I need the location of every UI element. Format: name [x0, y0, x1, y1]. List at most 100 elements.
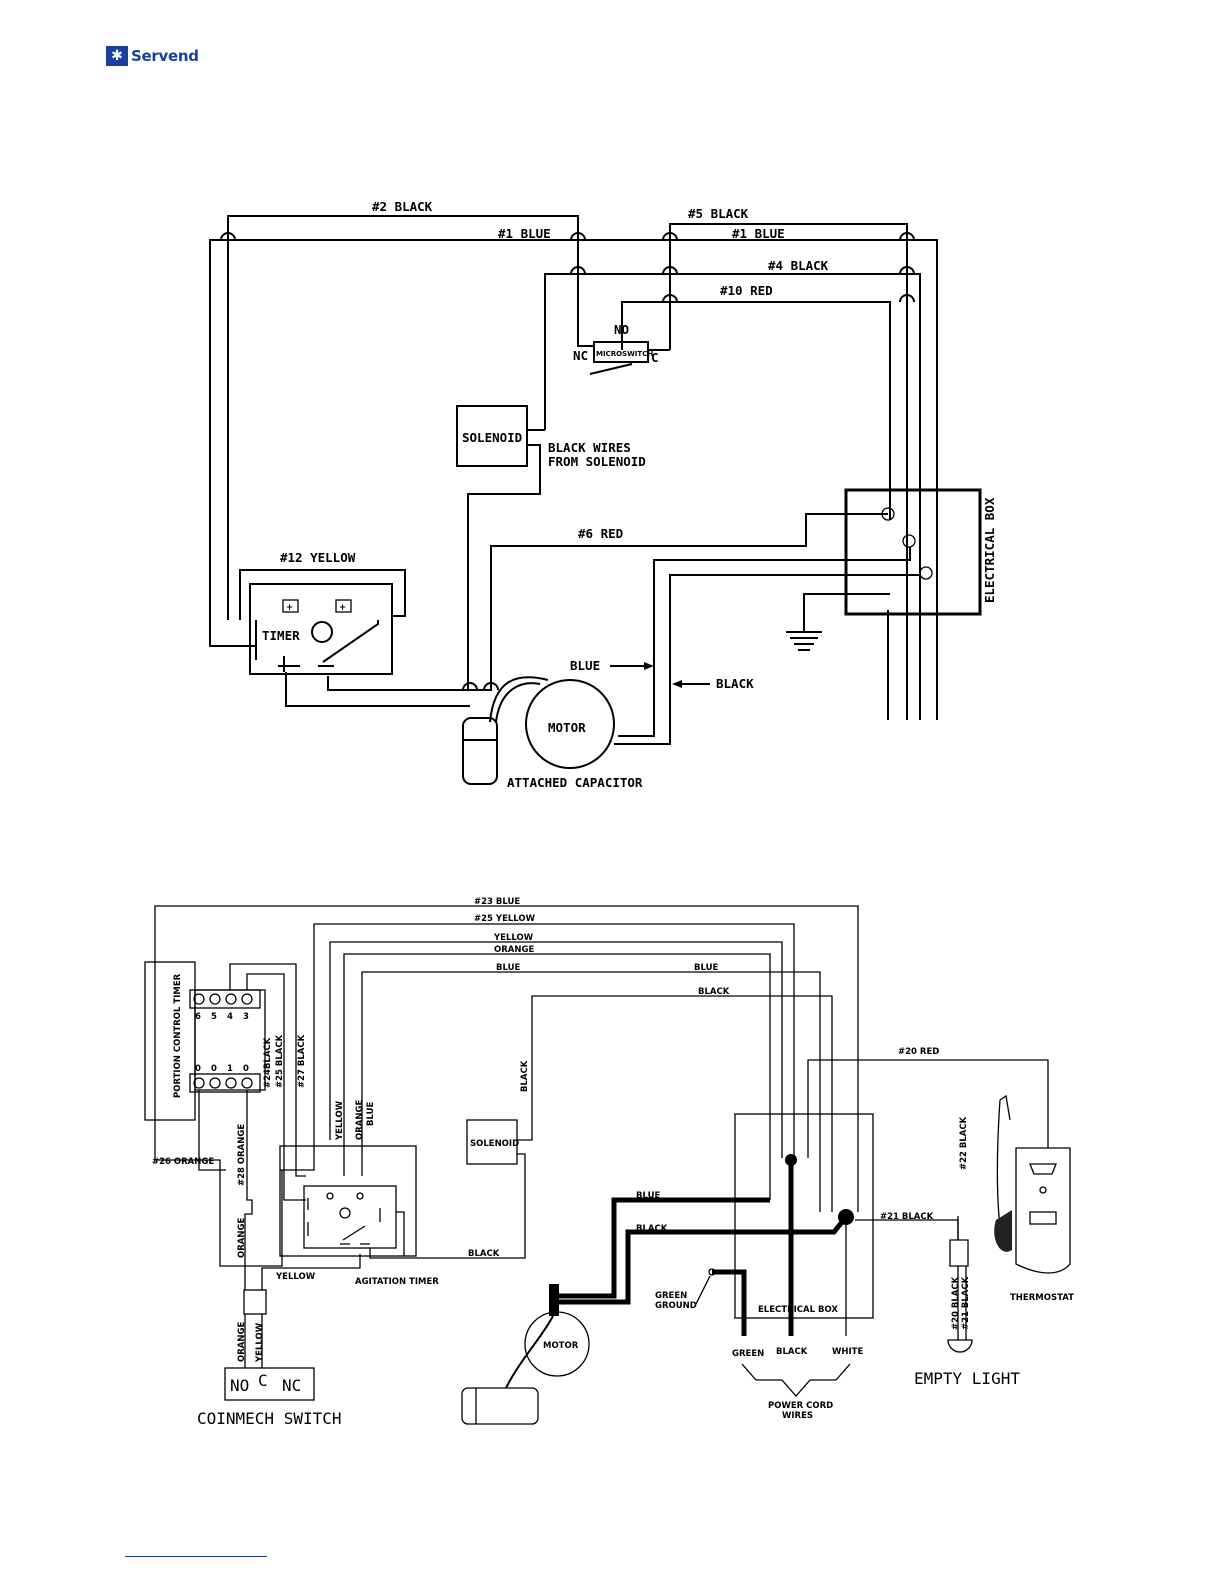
capacitor-label: ATTACHED CAPACITOR — [507, 775, 643, 790]
wire-5-black — [669, 223, 908, 720]
svg-text:0: 0 — [243, 1064, 249, 1074]
motor-blue-wire — [618, 547, 911, 737]
motor-1 — [525, 679, 615, 769]
svg-text:5: 5 — [211, 1012, 217, 1022]
microswitch-c: C — [651, 350, 659, 365]
capacitor — [462, 717, 498, 785]
svg-text:YELLOW: YELLOW — [493, 933, 534, 943]
timer-1 — [249, 583, 393, 675]
coinmech-nc: NC — [282, 1376, 301, 1395]
svg-text:#22 BLACK: #22 BLACK — [959, 1116, 969, 1170]
solenoid-2-label: SOLENOID — [470, 1139, 519, 1149]
svg-text:#25 BLACK: #25 BLACK — [275, 1034, 285, 1088]
svg-text:BLACK: BLACK — [468, 1249, 500, 1259]
crossovers — [220, 232, 915, 691]
thermostat-label: THERMOSTAT — [1010, 1293, 1074, 1303]
svg-text:YELLOW: YELLOW — [335, 1100, 345, 1141]
terminals-bottom — [193, 1077, 253, 1089]
diagram-2: PORTION CONTROL TIMER 6 5 4 3 0 0 1 0 — [144, 897, 1074, 1428]
timer-dial — [311, 621, 333, 643]
empty-light-label: EMPTY LIGHT — [914, 1369, 1020, 1388]
microswitch-label: MICROSWITCH — [596, 350, 653, 358]
solenoid-note-1: BLACK WIRES — [548, 440, 631, 455]
capacitor-2 — [461, 1387, 539, 1425]
wire-21-black — [855, 1219, 959, 1240]
microswitch-no: NO — [614, 322, 629, 337]
svg-text:#28 ORANGE: #28 ORANGE — [237, 1124, 247, 1186]
empty-light-bulb — [947, 1339, 973, 1353]
switch-lever — [589, 363, 633, 375]
svg-text:GREEN: GREEN — [732, 1349, 764, 1359]
svg-text:#26 ORANGE: #26 ORANGE — [152, 1157, 214, 1167]
connector — [243, 1289, 267, 1315]
svg-text:#23 BLUE: #23 BLUE — [474, 897, 520, 907]
svg-text:ORANGE: ORANGE — [494, 945, 534, 955]
svg-text:1: 1 — [227, 1064, 233, 1074]
solenoid-black-wire — [467, 444, 541, 690]
svg-text:BLACK: BLACK — [776, 1347, 808, 1357]
wire-orange — [343, 953, 771, 1200]
electrical-box-2 — [734, 1113, 874, 1319]
snowflake-icon: ✱ — [106, 46, 128, 66]
microswitch — [593, 341, 649, 363]
wire-20-red — [807, 1059, 1049, 1158]
svg-text:BLACK: BLACK — [520, 1060, 530, 1092]
wire-yellow — [329, 941, 783, 1158]
electrical-box-1 — [844, 488, 982, 616]
cord-green — [712, 1269, 747, 1336]
brand-name: Servend — [131, 47, 199, 65]
svg-text:ORANGE: ORANGE — [237, 1218, 247, 1258]
svg-text:ORANGE: ORANGE — [237, 1322, 247, 1362]
timer-switch — [322, 620, 379, 663]
svg-text:0: 0 — [195, 1064, 201, 1074]
wire-1-blue — [209, 239, 938, 720]
label-black: BLACK — [716, 676, 754, 691]
wire-6-red — [327, 513, 888, 691]
portion-timer-box — [144, 961, 196, 1121]
label-1-blue-a: #1 BLUE — [498, 226, 551, 241]
svg-text:3: 3 — [243, 1012, 249, 1022]
coinmech-no: NO — [230, 1376, 249, 1395]
coinmech-switch — [224, 1367, 315, 1401]
label-4-black: #4 BLACK — [768, 258, 829, 273]
wire-28-orange — [244, 1090, 253, 1290]
svg-text:YELLOW: YELLOW — [275, 1272, 316, 1282]
svg-text:BLUE: BLUE — [694, 963, 718, 973]
terminals-top — [193, 993, 253, 1005]
wire-12-yellow — [239, 569, 406, 620]
label-12-yellow: #12 YELLOW — [280, 550, 356, 565]
power-cord-label-1: POWER CORD — [768, 1401, 833, 1411]
svg-text:BLACK: BLACK — [698, 987, 730, 997]
coinmech-c: C — [258, 1371, 268, 1390]
solenoid-1 — [456, 405, 528, 467]
wire-black-motor — [556, 1215, 848, 1305]
wire-4-black — [544, 273, 921, 720]
svg-text:#21 BLACK: #21 BLACK — [880, 1212, 934, 1222]
diagram-1: MICROSWITCH NO NC C SOLENOID BLACK WIRES… — [209, 199, 997, 790]
green-ground-1: GREEN — [655, 1291, 687, 1301]
timer-1-label: TIMER — [262, 628, 300, 643]
agitation-timer-frame — [279, 1145, 417, 1257]
microswitch-nc: NC — [573, 348, 588, 363]
wire-10-red — [621, 301, 891, 520]
green-ground-2: GROUND — [655, 1301, 697, 1311]
svg-text:0: 0 — [211, 1064, 217, 1074]
motor-1-label: MOTOR — [548, 720, 586, 735]
svg-text:#20 RED: #20 RED — [898, 1047, 939, 1057]
label-10-red: #10 RED — [720, 283, 773, 298]
solenoid-note-2: FROM SOLENOID — [548, 454, 646, 469]
power-cord-label-2: WIRES — [782, 1411, 813, 1421]
agitation-timer — [303, 1185, 397, 1249]
svg-text:YELLOW: YELLOW — [255, 1322, 265, 1363]
svg-text:BLUE: BLUE — [496, 963, 520, 973]
svg-text:#24BLACK: #24BLACK — [263, 1037, 273, 1088]
svg-text:BLACK: BLACK — [636, 1224, 668, 1234]
svg-text:WHITE: WHITE — [832, 1347, 863, 1357]
svg-text:#27 BLACK: #27 BLACK — [297, 1034, 307, 1088]
wire-blue-motor — [556, 1197, 770, 1299]
label-1-blue-b: #1 BLUE — [732, 226, 785, 241]
agitation-timer-label: AGITATION TIMER — [355, 1277, 439, 1287]
svg-text:BLUE: BLUE — [636, 1191, 660, 1201]
coinmech-label: COINMECH SWITCH — [197, 1409, 342, 1428]
